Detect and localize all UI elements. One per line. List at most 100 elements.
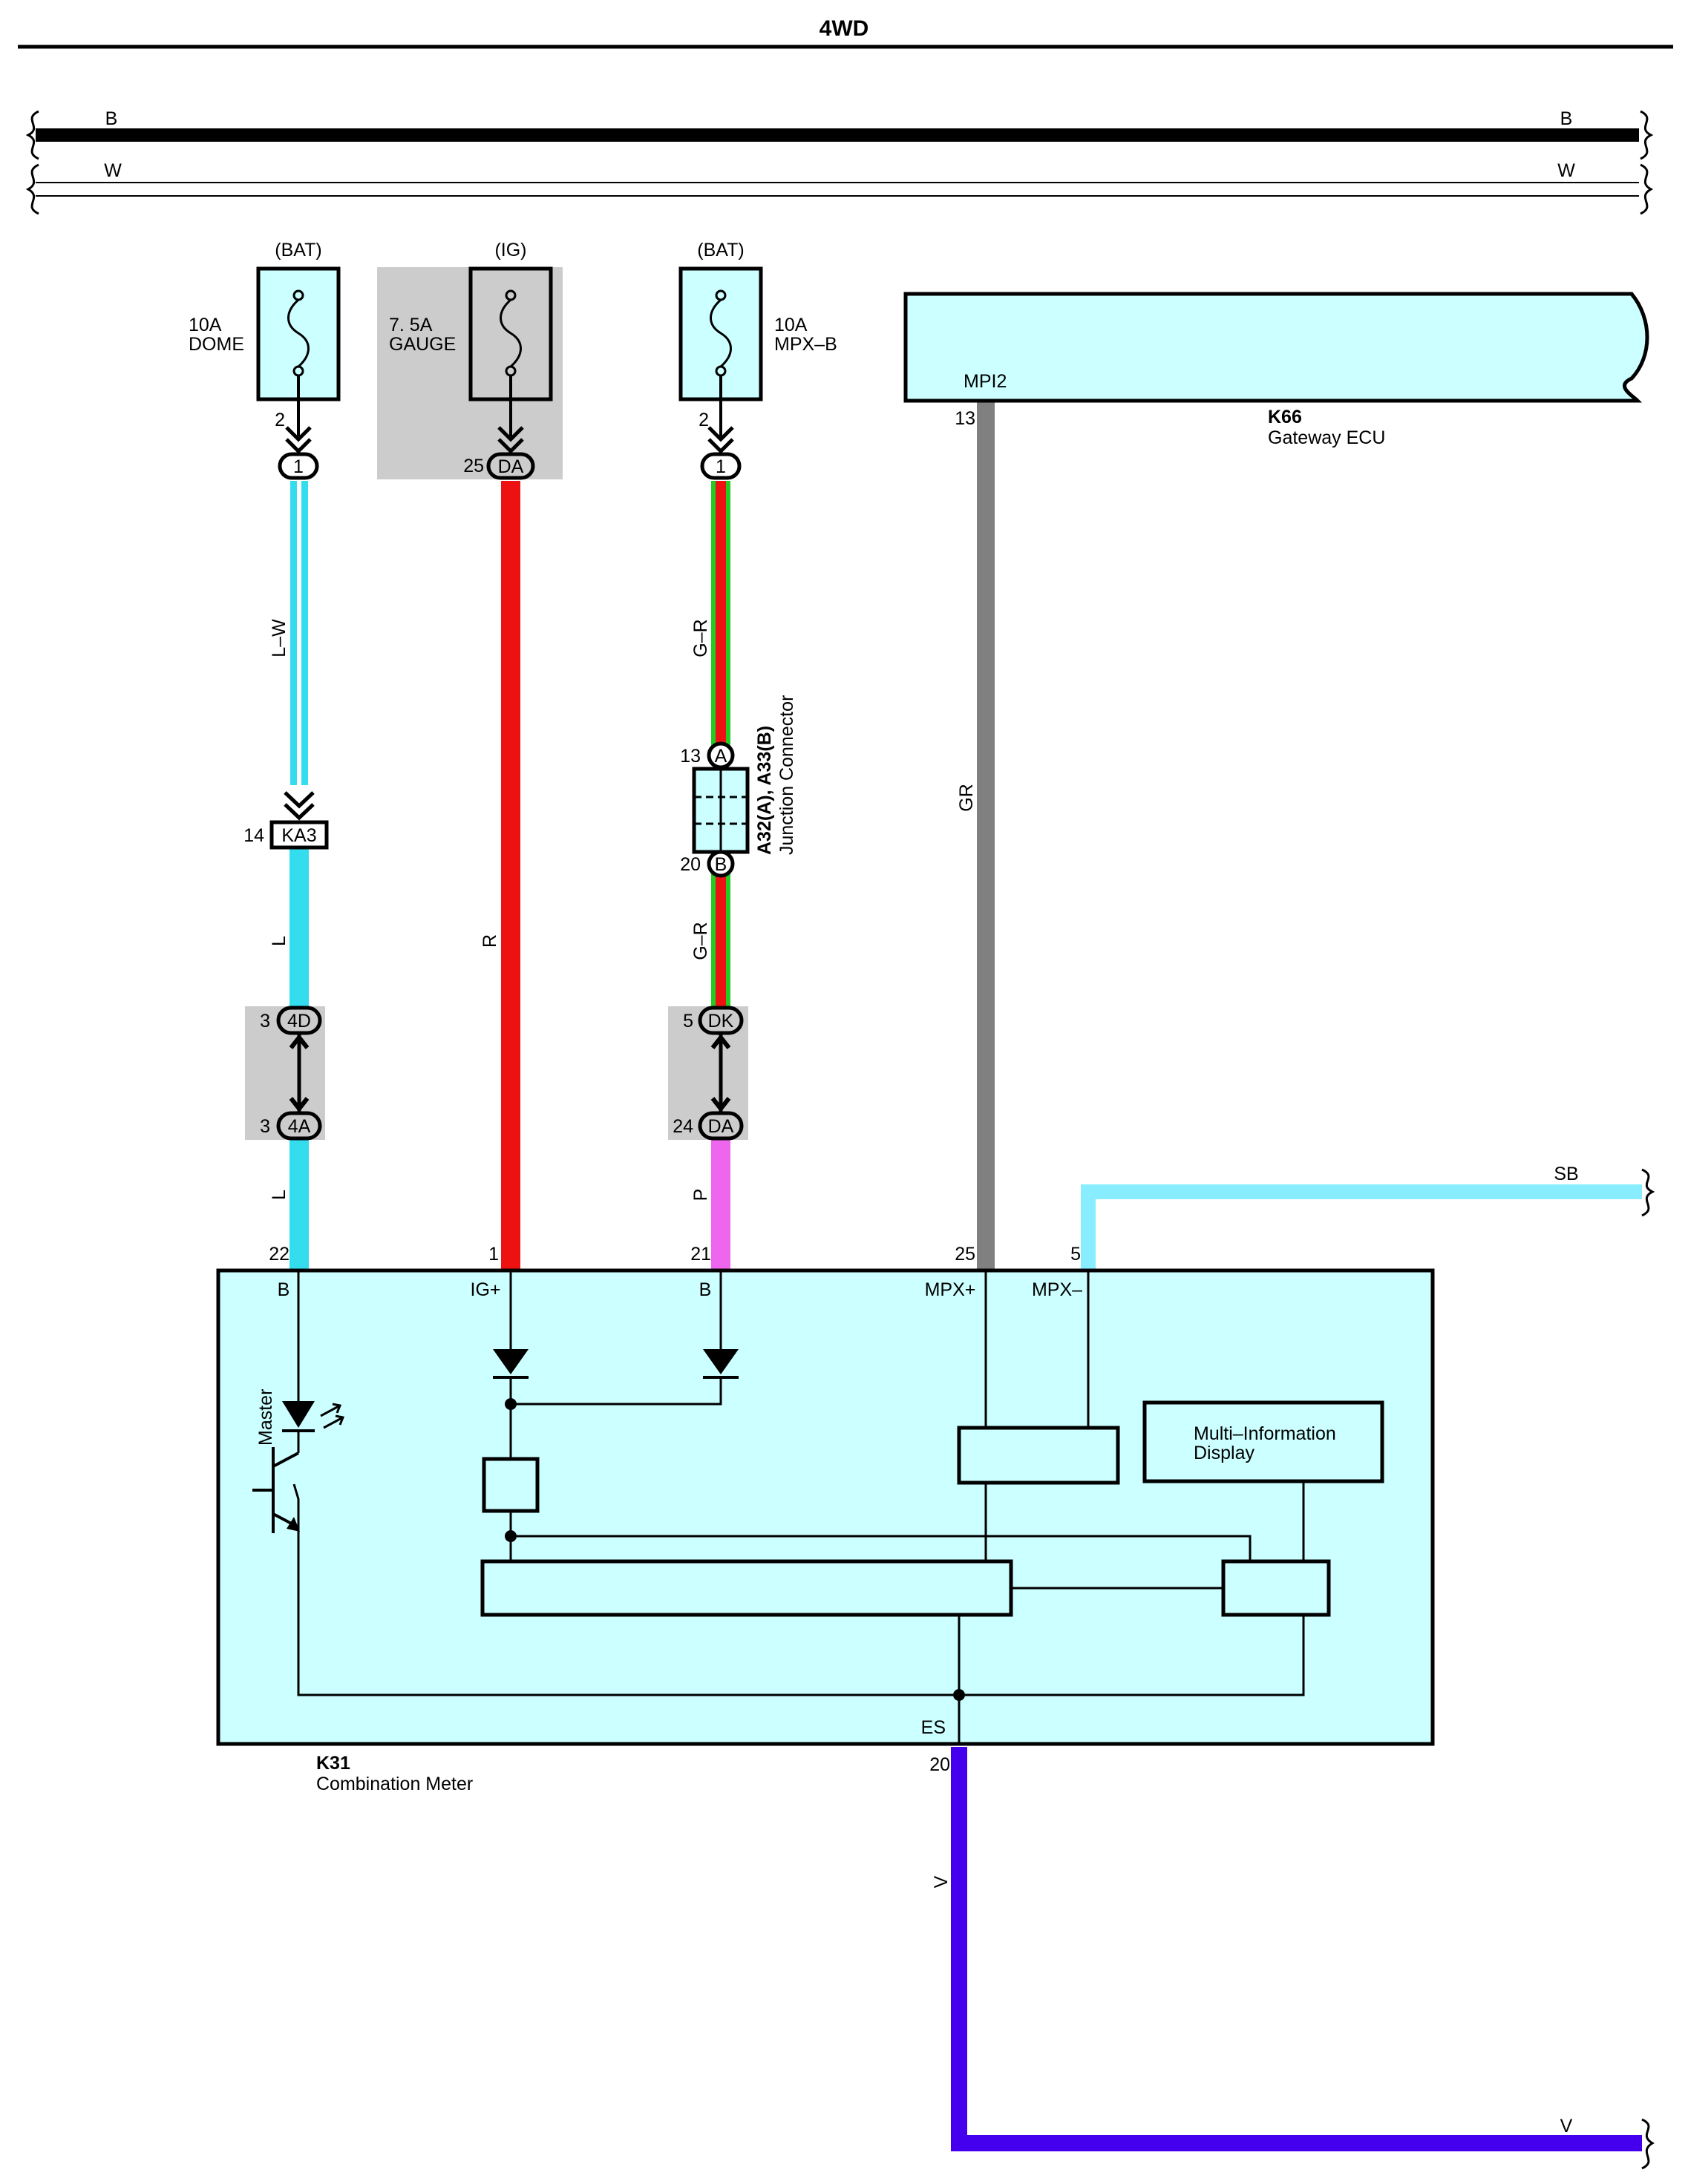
fuse-gauge-element — [500, 298, 522, 368]
fuse-mpxb-source: (BAT) — [697, 240, 744, 260]
fuse-mpxb: (BAT) 10A MPX–B 2 1 — [678, 240, 837, 480]
bus-b: B B — [25, 108, 1654, 160]
meter-pin-b2: 21 — [690, 1244, 711, 1265]
meter-terminal-es: ES — [921, 1717, 946, 1738]
master-label: Master — [255, 1389, 276, 1446]
connector-dk-pin: 5 — [683, 1011, 693, 1032]
meter-code: K31 — [316, 1753, 350, 1774]
connector-ka3: KA3 14 — [243, 791, 329, 850]
wire-label-gr-lower: G–R — [690, 922, 711, 960]
wire-label-p: P — [690, 1189, 711, 1201]
wire-l-lower — [289, 1135, 309, 1269]
connector-ka3-pin: 14 — [243, 825, 264, 846]
meter-terminal-ig: IG+ — [471, 1279, 501, 1300]
fuse-dome-name: DOME — [189, 334, 244, 355]
wire-label-v1: V — [931, 1875, 952, 1888]
wire-label-l-lower: L — [269, 1190, 289, 1200]
diode-ig — [493, 1349, 529, 1379]
fuse-dome-element — [287, 298, 310, 368]
wire-gr-upper — [711, 481, 730, 750]
wire-label-gr: GR — [956, 784, 977, 812]
connector-dk-da: DK 5 DA 24 — [673, 1006, 744, 1141]
wire-v — [951, 1747, 1642, 2151]
mid-label-line2: Display — [1194, 1443, 1254, 1463]
wire-l-upper — [289, 845, 309, 1009]
fuse-mpxb-rating: 10A — [774, 315, 808, 335]
meter-block-right — [1221, 1559, 1331, 1617]
fuse-gauge-conn: DA — [498, 456, 524, 477]
wire-label-v2: V — [1560, 2116, 1573, 2137]
wire-gr — [977, 401, 995, 1269]
gateway-code: K66 — [1268, 407, 1302, 427]
meter-pin-mpxp: 25 — [955, 1244, 975, 1265]
fuse-dome-conn: 1 — [293, 456, 304, 477]
bus-b-label-right: B — [1560, 108, 1573, 129]
mid-label-line1: Multi–Information — [1194, 1423, 1336, 1444]
fuse-dome-pin: 2 — [275, 410, 285, 430]
meter-name: Combination Meter — [316, 1774, 473, 1794]
meter-terminal-mpxm: MPX– — [1032, 1279, 1082, 1300]
junction-a-label: A — [715, 746, 727, 767]
bus-b-label-left: B — [105, 108, 118, 129]
gateway-pin: 13 — [955, 408, 975, 429]
meter-internal-circuit — [292, 1270, 1305, 1744]
junction-b-label: B — [715, 854, 727, 875]
meter-pin-mpxm: 5 — [1070, 1244, 1081, 1265]
fuse-gauge-name: GAUGE — [389, 334, 456, 355]
meter-pin-b1: 22 — [269, 1244, 289, 1265]
wire-label-l-upper: L — [269, 936, 289, 946]
fuse-mpxb-pin: 2 — [699, 410, 709, 430]
wire-label-lw: L–W — [269, 619, 289, 658]
wire-r — [501, 481, 520, 1269]
fuse-dome: (BAT) 10A DOME 2 1 — [189, 240, 341, 480]
connector-4d-4a: 4D 3 4A 3 — [260, 1006, 322, 1141]
multi-information-display — [1142, 1400, 1384, 1483]
fuse-gauge-source: (IG) — [494, 240, 526, 260]
connector-ka3-label: KA3 — [281, 825, 316, 846]
wire-p — [711, 1135, 730, 1269]
connector-da-pin: 24 — [673, 1116, 693, 1137]
break-symbol-left — [25, 110, 39, 160]
fuse-dome-rating: 10A — [189, 315, 222, 335]
connector-dk-label: DK — [708, 1011, 734, 1032]
diode-b — [703, 1349, 739, 1379]
break-symbol-left — [25, 163, 39, 215]
meter-block-main — [480, 1559, 1013, 1617]
meter-block-mpx — [957, 1426, 1120, 1485]
wire-gr-lower — [711, 870, 730, 1008]
junction-name: Junction Connector — [776, 695, 797, 855]
combination-meter: 22 1 21 25 5 B IG+ B MPX+ MPX– — [216, 1244, 1435, 1794]
bus-w-label-left: W — [104, 160, 122, 181]
transistor-arrow — [287, 1517, 300, 1532]
meter-body — [216, 1268, 1435, 1746]
meter-pin-ig: 1 — [488, 1244, 499, 1265]
gateway-terminal: MPI2 — [964, 371, 1007, 392]
connector-4d-label: 4D — [287, 1011, 311, 1032]
wire-label-r: R — [480, 934, 500, 948]
break-symbol-v — [1641, 2118, 1655, 2170]
junction-code: A32(A), A33(B) — [754, 726, 775, 855]
fuse-mpxb-name: MPX–B — [774, 334, 837, 355]
fuse-gauge-rating: 7. 5A — [389, 315, 433, 335]
break-symbol-sb — [1641, 1168, 1655, 1217]
gateway-name: Gateway ECU — [1268, 427, 1385, 448]
break-symbol-right — [1640, 110, 1654, 160]
junction-dot — [505, 1398, 517, 1410]
junction-a-pin: 13 — [680, 746, 701, 767]
junction-dot — [505, 1530, 517, 1542]
wire-sb — [1081, 1184, 1642, 1270]
wire-label-gr-upper: G–R — [690, 619, 711, 657]
meter-terminal-b1: B — [278, 1279, 290, 1300]
meter-block-small — [482, 1457, 540, 1513]
fuse-dome-source: (BAT) — [275, 240, 321, 260]
diagram-title: 4WD — [820, 16, 869, 41]
meter-pin-es: 20 — [929, 1754, 950, 1775]
wire-label-sb: SB — [1554, 1164, 1578, 1184]
junction-b-pin: 20 — [680, 854, 701, 875]
break-symbol-right — [1640, 163, 1654, 215]
connector-da-label: DA — [708, 1116, 734, 1137]
meter-terminal-mpxp: MPX+ — [925, 1279, 976, 1300]
fuse-gauge-pin: 25 — [463, 456, 484, 476]
fuse-mpxb-element — [710, 298, 732, 368]
